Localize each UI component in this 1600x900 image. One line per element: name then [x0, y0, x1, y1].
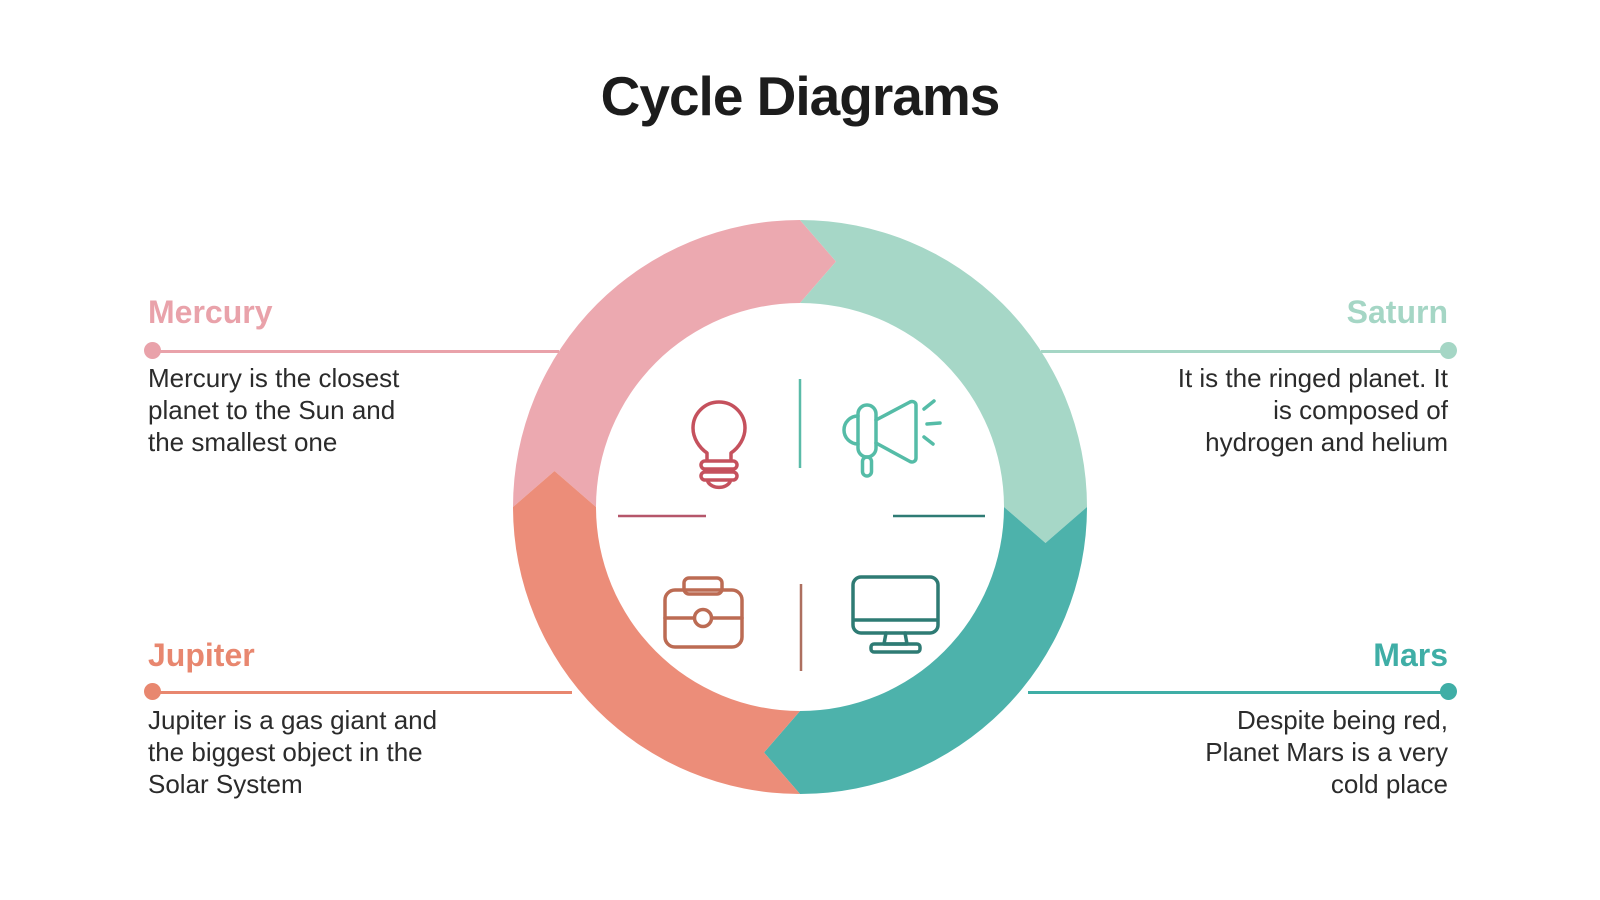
description-line: planet to the Sun and [148, 395, 396, 425]
description-line: the smallest one [148, 427, 338, 457]
monitor-icon [851, 575, 940, 654]
planet-label: Mars [1373, 637, 1448, 673]
jupiter-leader-line [152, 691, 572, 694]
description-line: Mercury is the closest [148, 363, 400, 393]
planet-item-saturn: Saturn [1347, 293, 1448, 331]
jupiter-leader-dot [144, 683, 161, 700]
planet-label: Mercury [148, 294, 273, 330]
planet-item-mercury: Mercury [148, 293, 273, 331]
planet-item-jupiter: Jupiter [148, 636, 255, 674]
mercury-leader-dot [144, 342, 161, 359]
saturn-leader-dot [1440, 342, 1457, 359]
planet-desc-saturn: It is the ringed planet. It is composed … [1178, 362, 1448, 458]
mercury-segment [513, 220, 836, 507]
mars-leader-dot [1440, 683, 1457, 700]
description-line: Solar System [148, 769, 303, 799]
description-line: hydrogen and helium [1205, 427, 1448, 457]
mars-segment [764, 507, 1087, 794]
description-line: Despite being red, [1236, 705, 1448, 735]
planet-item-mars: Mars [1373, 636, 1448, 674]
mars-leader-line [1028, 691, 1448, 694]
lightbulb-icon [691, 400, 747, 490]
saturn-segment [800, 220, 1087, 543]
briefcase-icon [663, 576, 744, 649]
description-line: the biggest object in the [148, 737, 423, 767]
planet-desc-jupiter: Jupiter is a gas giant and the biggest o… [148, 704, 437, 800]
description-line: cold place [1330, 769, 1448, 799]
jupiter-segment [513, 471, 800, 794]
page-title: Cycle Diagrams [600, 65, 1001, 127]
description-line: It is the ringed planet. It [1177, 363, 1448, 393]
planet-desc-mercury: Mercury is the closest planet to the Sun… [148, 362, 399, 458]
megaphone-icon [842, 399, 942, 478]
description-line: Planet Mars is a very [1205, 737, 1448, 767]
planet-desc-mars: Despite being red, Planet Mars is a very… [1205, 704, 1448, 800]
planet-label: Saturn [1346, 294, 1448, 330]
saturn-leader-line [1041, 350, 1448, 353]
mercury-leader-line [152, 350, 559, 353]
planet-label: Jupiter [148, 637, 255, 673]
description-line: Jupiter is a gas giant and [148, 705, 438, 735]
description-line: is composed of [1273, 395, 1448, 425]
